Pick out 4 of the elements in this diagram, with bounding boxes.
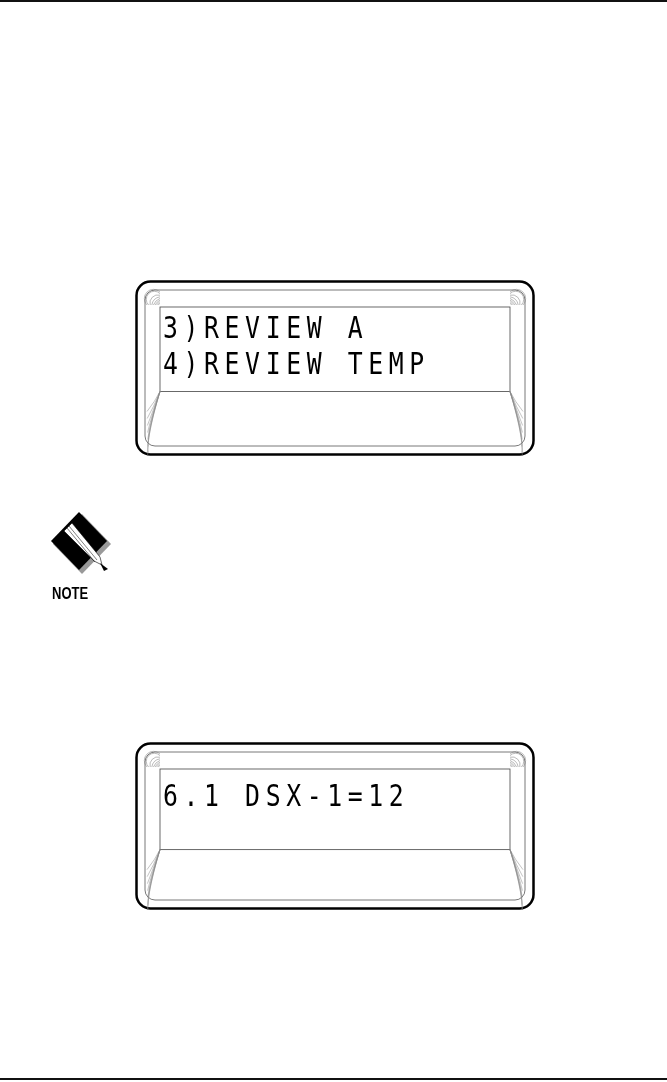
display-text: 4)REVIEW TEMP [163, 346, 430, 380]
note-label: NOTE [52, 584, 89, 603]
display-text: 3)REVIEW A [163, 310, 369, 344]
display-text: 6.1 DSX-1=12 [163, 778, 410, 812]
